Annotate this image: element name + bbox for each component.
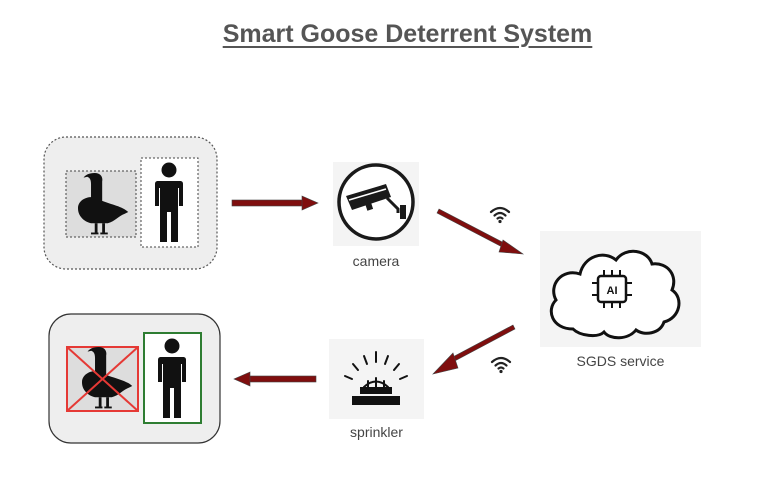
input-scene-panel: [43, 136, 218, 270]
arrow-service-to-sprinkler: [432, 324, 516, 375]
sgds-service-node: AI: [540, 231, 701, 347]
arrow-camera-to-service: [436, 208, 525, 255]
ai-chip-icon: AI: [592, 270, 632, 308]
deterred-goose-box: [66, 346, 139, 412]
arrow-scene-to-camera: [231, 195, 319, 211]
camera-icon: [337, 163, 415, 241]
wifi-icon: [490, 356, 512, 375]
wifi-icon: [489, 206, 511, 225]
diagram-title: Smart Goose Deterrent System: [222, 20, 593, 48]
sprinkler-label: sprinkler: [350, 424, 403, 440]
result-scene-panel: [48, 313, 221, 444]
camera-label: camera: [352, 253, 400, 269]
arrow-sprinkler-to-scene: [233, 371, 317, 387]
sgds-service-label: SGDS service: [576, 353, 665, 369]
ai-chip-text: AI: [607, 285, 618, 297]
sprinkler-node: [329, 339, 424, 419]
sprinkler-icon: [344, 351, 408, 405]
camera-node: [333, 162, 419, 246]
